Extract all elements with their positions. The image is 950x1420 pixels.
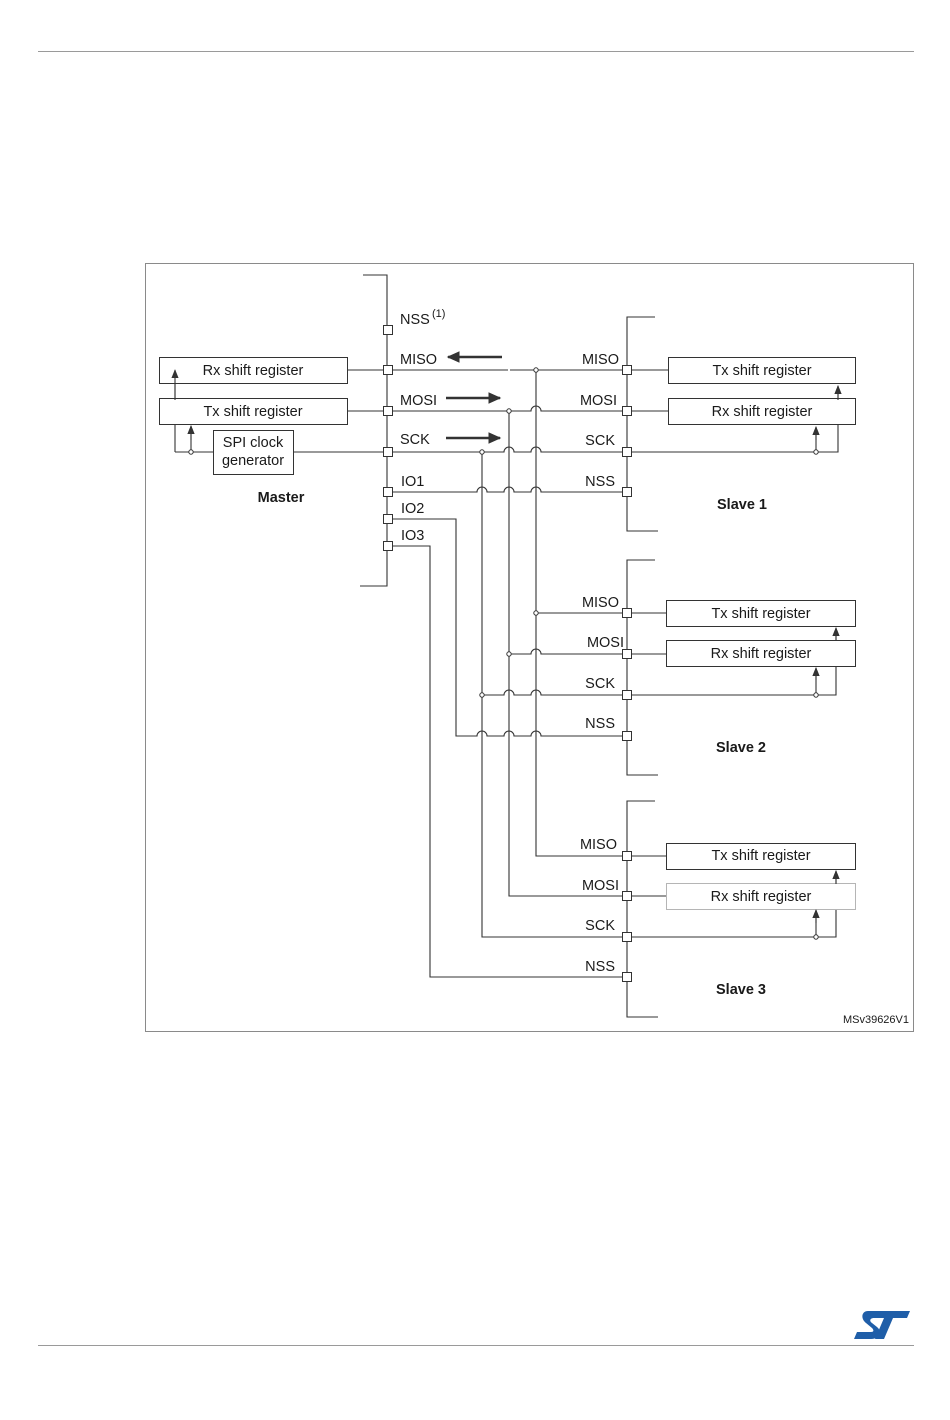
slave-2-rx-label: Rx shift register [711,646,812,662]
master-title: Master [258,490,305,506]
slave-2-nss-label: NSS [585,716,615,732]
master-pin-io3 [384,542,393,551]
master-pin-io1 [384,488,393,497]
figure-id: MSv39626V1 [843,1014,909,1026]
slave-1-sck-label: SCK [585,433,615,449]
slave-3-tx-label: Tx shift register [711,848,810,864]
clock-gen-label-1: SPI clock [223,435,284,451]
master-pin-nss [384,326,393,335]
master-tx-register-label: Tx shift register [203,404,302,420]
master-mosi-label: MOSI [400,393,437,409]
slave-1-nss-label: NSS [585,474,615,490]
slave-2-title: Slave 2 [716,740,766,756]
master-nss-note: (1) [432,308,445,320]
slave-2-bus [627,560,658,775]
slave-3-sck-label: SCK [585,918,615,934]
slave-3-mosi-label: MOSI [582,878,619,894]
master-pin-miso [384,366,393,375]
slave-1-title: Slave 1 [717,497,767,513]
io2-to-slave2-nss [388,519,627,736]
slave-2-tx-label: Tx shift register [711,606,810,622]
master-io3-label: IO3 [401,528,424,544]
slave-1-mosi-label: MOSI [580,393,617,409]
slave-1-rx-label: Rx shift register [712,404,813,420]
slave-3-miso-label: MISO [580,837,617,853]
spi-multi-slave-diagram: Rx shift register Tx shift register SPI … [0,0,950,1100]
master-bus [360,275,387,586]
slave-3-bus [627,801,658,1017]
slave-2-mosi-label: MOSI [587,635,624,651]
master-pin-sck [384,448,393,457]
slave-2-miso-label: MISO [582,595,619,611]
slave-3-rx-label: Rx shift register [711,889,812,905]
footer-rule [38,1345,914,1346]
master-pin-mosi [384,407,393,416]
clock-gen-label-2: generator [222,453,284,469]
slave-1-tx-label: Tx shift register [712,363,811,379]
master-rx-register-label: Rx shift register [203,363,304,379]
master-sck-label: SCK [400,432,430,448]
slave-1-bus [627,317,658,531]
st-logo-icon [852,1309,912,1341]
master-pin-io2 [384,515,393,524]
slave-1-miso-label: MISO [582,352,619,368]
slave-3-nss-label: NSS [585,959,615,975]
slave-2-sck-label: SCK [585,676,615,692]
master-miso-label: MISO [400,352,437,368]
master-nss-label: NSS [400,312,430,328]
master-io1-label: IO1 [401,474,424,490]
master-io2-label: IO2 [401,501,424,517]
slave-3-title: Slave 3 [716,982,766,998]
